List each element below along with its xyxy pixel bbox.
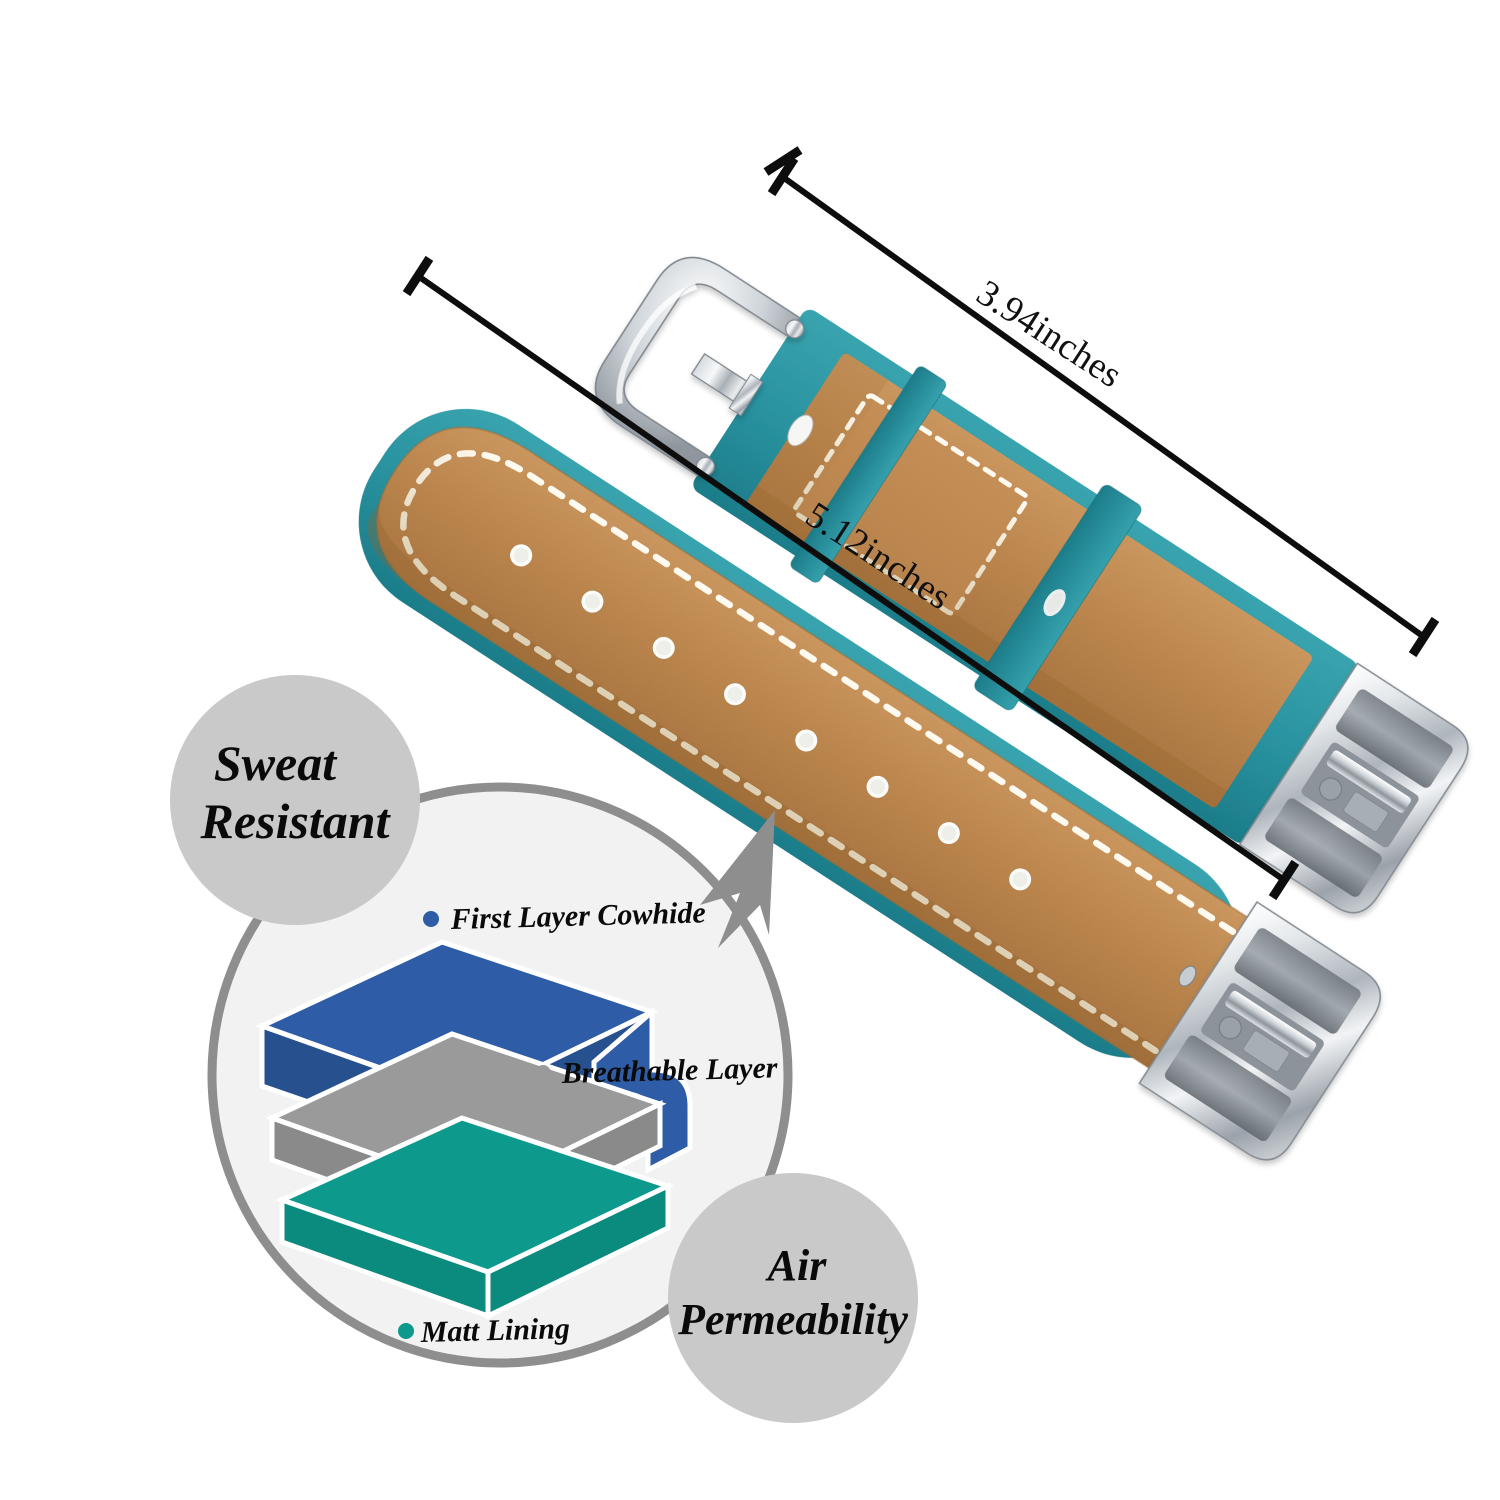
- layer-shape-matt-lining: [275, 1115, 675, 1321]
- layer-label-cowhide-group: First Layer Cowhide: [423, 896, 706, 936]
- buckle-prong-hole: [787, 414, 814, 447]
- bullet-matt-icon: [398, 1323, 414, 1339]
- layer-label-breathable: Breathable Layer: [560, 1051, 778, 1090]
- layer-diagram-arrow-icon: [700, 810, 775, 948]
- strap-adjustment-holes: [510, 544, 1032, 891]
- badge-air-permeability: Air Permeability: [668, 1173, 918, 1423]
- layer-diagram-group: First Layer Cowhide Breathable Layer Mat…: [207, 782, 793, 1368]
- buckle-strap-assembly: [594, 256, 1469, 914]
- watch-buckle: [594, 256, 805, 477]
- badge-sweat-circle: [170, 675, 420, 925]
- layer-label-matt: Matt Lining: [419, 1312, 570, 1349]
- badge-sweat-resistant: Sweat Resistant: [170, 675, 420, 925]
- badge-sweat-line1: Sweat: [214, 735, 338, 791]
- dimension-label-short: 3.94inches: [969, 272, 1129, 396]
- badge-air-line2: Permeability: [677, 1295, 908, 1344]
- layer-label-breathable-group: Breathable Layer: [535, 1051, 778, 1090]
- layer-label-cowhide: First Layer Cowhide: [449, 896, 706, 936]
- badge-air-circle: [668, 1173, 918, 1423]
- tail-strap-tan-surface: [376, 427, 1251, 1071]
- strap-keeper-loop-near: [790, 366, 947, 583]
- watch-connector-top: [1238, 662, 1469, 914]
- strap-keeper-loop-far: [974, 484, 1142, 711]
- badge-sweat-line2: Resistant: [200, 793, 392, 849]
- layer-label-matt-group: Matt Lining: [398, 1312, 570, 1349]
- badge-air-line1: Air: [765, 1241, 828, 1290]
- tail-strap-stitching: [400, 450, 1237, 1055]
- tail-strap-assembly: [358, 408, 1381, 1161]
- spring-bar-screw: [1178, 965, 1197, 987]
- buckle-strap-stitched-pad: [792, 393, 1030, 616]
- watch-connector-bottom: [1138, 900, 1381, 1161]
- bullet-breathable-icon: [535, 1065, 551, 1081]
- bullet-cowhide-icon: [423, 911, 439, 927]
